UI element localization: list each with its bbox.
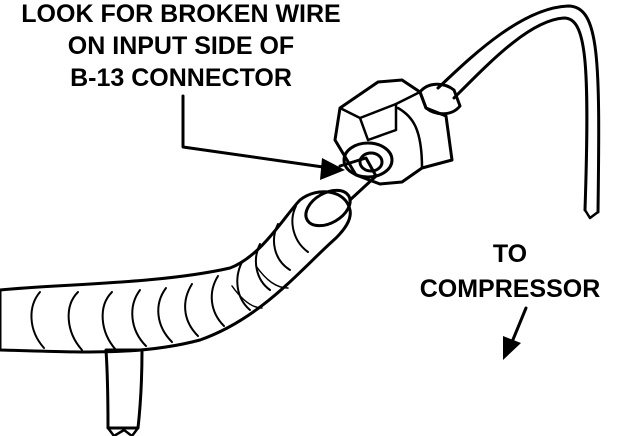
direction-arrow (503, 306, 528, 360)
callout-leader-arrow (181, 94, 345, 180)
input-wire (338, 156, 378, 202)
compressor-wire (436, 4, 601, 220)
callout-line-3: B-13 CONNECTOR (70, 64, 292, 92)
callout-line-2: ON INPUT SIDE OF (68, 32, 294, 60)
callout-line-1: LOOK FOR BROKEN WIRE (21, 0, 340, 28)
callout-label: LOOK FOR BROKEN WIRE ON INPUT SIDE OF B-… (21, 0, 340, 92)
wire-harness (0, 188, 352, 354)
branch-wire (104, 348, 144, 436)
b13-connector (333, 78, 462, 186)
direction-label: TO COMPRESSOR (420, 240, 601, 303)
direction-line-1: TO (493, 240, 527, 268)
direction-line-2: COMPRESSOR (420, 275, 601, 303)
